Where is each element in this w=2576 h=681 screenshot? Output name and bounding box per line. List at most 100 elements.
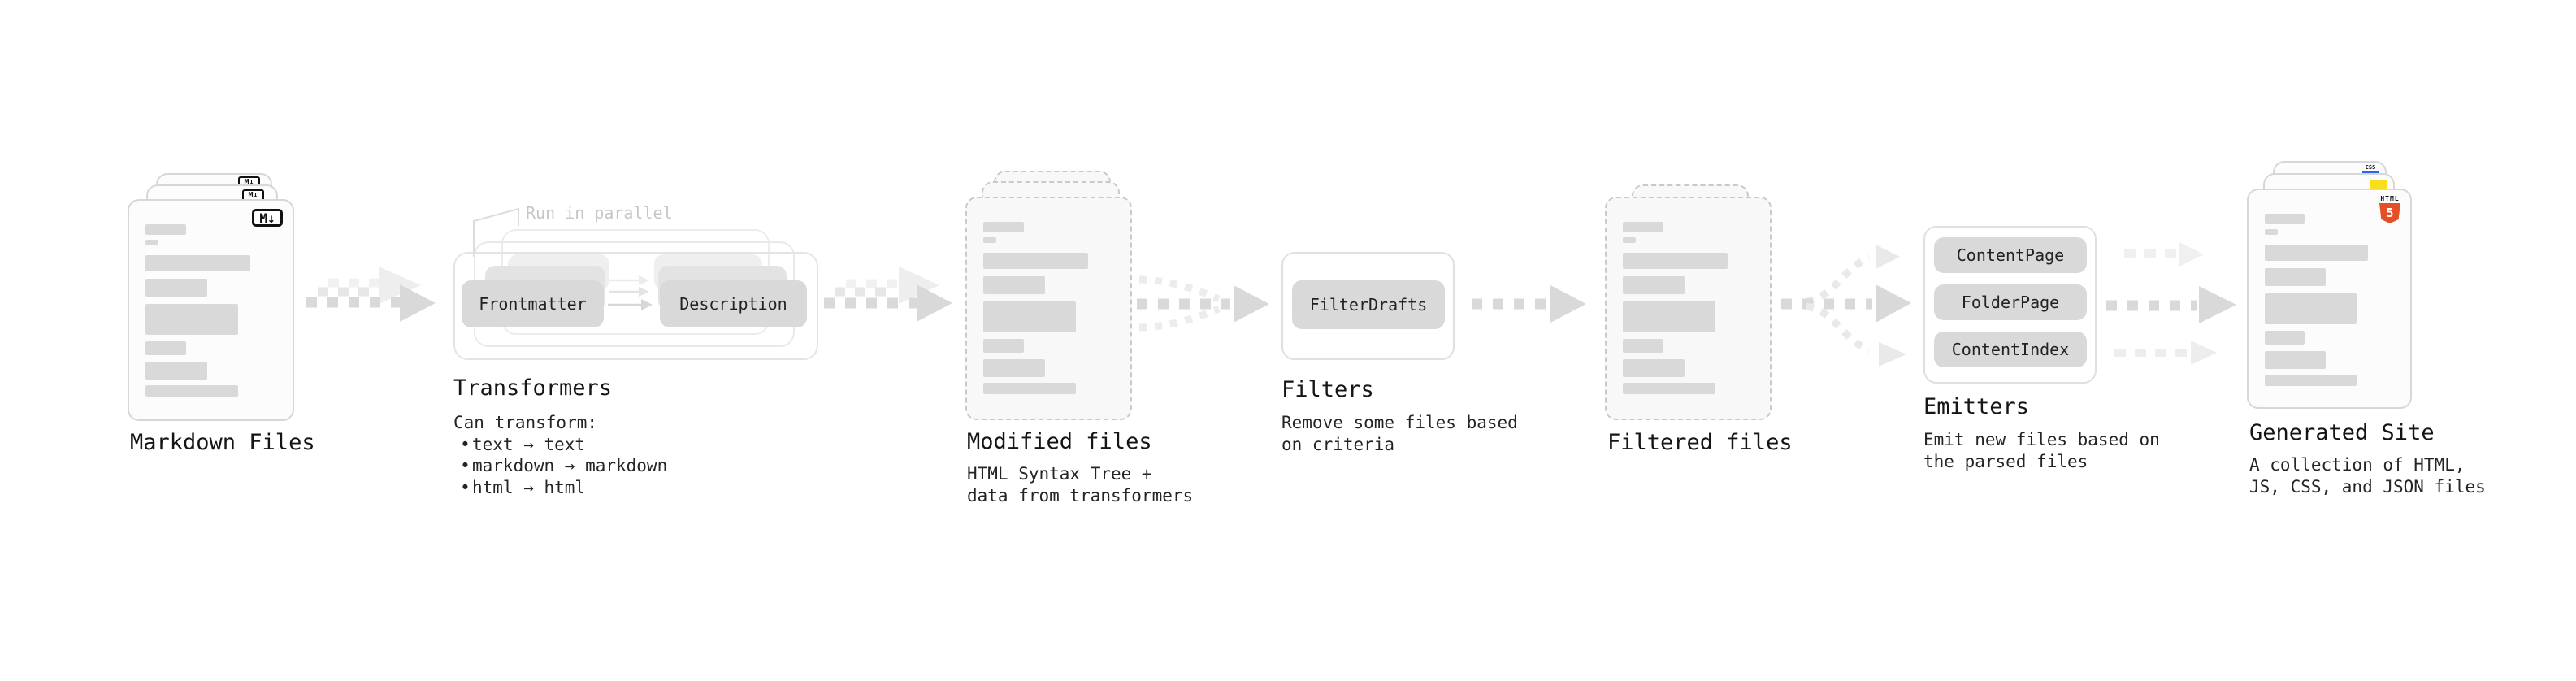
- placeholder-bar: [2265, 375, 2357, 386]
- filters-description: Remove some files based on criteria: [1281, 412, 1518, 455]
- placeholder-bar: [145, 304, 239, 335]
- arrow-head: [1876, 284, 1911, 323]
- fan-curve-top: [1805, 254, 1871, 306]
- desc-line: A collection of HTML,: [2249, 455, 2465, 475]
- transformer-box-front: [453, 252, 818, 360]
- placeholder-bar: [1623, 253, 1728, 269]
- placeholder-bar: [983, 339, 1024, 353]
- emitters-title: Emitters: [1923, 394, 2030, 419]
- run-in-parallel-note: Run in parallel: [526, 203, 673, 223]
- transform-bullet: • markdown → markdown: [453, 455, 667, 477]
- mini-arrow-head: [639, 287, 649, 297]
- placeholder-bar: [2265, 214, 2305, 224]
- arrow-transformers-to-modified: [824, 267, 952, 322]
- placeholder-bar: [983, 237, 997, 243]
- fan-curve-bottom: [1805, 302, 1871, 354]
- placeholder-bar: [145, 279, 207, 297]
- markdown-icon: M↓: [252, 209, 283, 227]
- placeholder-bar: [2265, 351, 2326, 369]
- filters-title: Filters: [1281, 377, 1374, 402]
- placeholder-bar: [2265, 268, 2326, 286]
- html5-icon-shield: 5: [2379, 203, 2400, 223]
- desc-line: on criteria: [1281, 434, 1395, 454]
- arrow-modified-to-filters: [1137, 275, 1269, 332]
- arrow-head: [2199, 286, 2236, 323]
- placeholder-bar: [983, 276, 1045, 294]
- css-icon-label: CSS: [2365, 164, 2376, 171]
- mini-arrow-head: [641, 299, 653, 310]
- file-content-placeholder: [2249, 190, 2410, 386]
- transformers-desc-heading: Can transform:: [453, 413, 598, 432]
- placeholder-bar: [983, 383, 1077, 394]
- bullet-marker: •: [460, 456, 471, 475]
- placeholder-bar: [2265, 331, 2305, 345]
- modified-files-title: Modified files: [967, 429, 1152, 454]
- arrow-head: [1234, 285, 1269, 323]
- placeholder-bar: [1623, 276, 1685, 294]
- transformers-title: Transformers: [453, 375, 613, 401]
- modified-files-description: HTML Syntax Tree + data from transformer…: [967, 463, 1193, 506]
- placeholder-bar: [1623, 383, 1716, 394]
- merge-curve-bottom: [1138, 305, 1221, 332]
- transform-bullet: • text → text: [453, 434, 667, 456]
- bullet-marker: •: [460, 477, 471, 497]
- javascript-icon: [2370, 180, 2387, 190]
- generated-site-description: A collection of HTML, JS, CSS, and JSON …: [2249, 454, 2486, 497]
- placeholder-bar: [1623, 359, 1685, 377]
- filterdrafts-pill: FilterDrafts: [1292, 280, 1445, 329]
- arrow-head: [2191, 340, 2217, 365]
- arrow-head: [1879, 342, 1906, 367]
- placeholder-bar: [1623, 301, 1716, 332]
- placeholder-bar: [983, 222, 1024, 232]
- frontmatter-pill: Frontmatter: [462, 280, 604, 327]
- bullet-text: text → text: [472, 434, 586, 454]
- modified-file-card: [965, 197, 1132, 420]
- contentindex-pill: ContentIndex: [1934, 332, 2087, 367]
- placeholder-bar: [2265, 245, 2369, 261]
- css-icon: CSS: [2362, 165, 2379, 174]
- markdown-file-card: M↓: [128, 199, 294, 421]
- desc-line: Emit new files based on: [1923, 430, 2160, 449]
- desc-line: the parsed files: [1923, 451, 2088, 471]
- file-content-placeholder: [1607, 198, 1770, 394]
- placeholder-bar: [1623, 222, 1663, 232]
- arrow-head: [899, 267, 939, 304]
- arrow-filters-to-filtered: [1472, 285, 1586, 323]
- transform-bullet: • html → html: [453, 477, 667, 499]
- desc-line: data from transformers: [967, 485, 1194, 505]
- placeholder-bar: [2265, 293, 2357, 324]
- placeholder-bar: [145, 224, 186, 235]
- arrow-filtered-to-emitters: [1781, 245, 1911, 367]
- placeholder-bar: [145, 240, 159, 245]
- note-connector-line: [473, 207, 519, 257]
- placeholder-bar: [983, 359, 1045, 377]
- arrow-head: [1876, 245, 1900, 269]
- parallel-run-arrows: [608, 275, 653, 310]
- arrows-emitters-to-generated: [2106, 242, 2236, 365]
- html5-icon-word: HTML: [2380, 195, 2400, 202]
- placeholder-bar: [1623, 237, 1637, 243]
- merge-curve-top: [1138, 275, 1221, 303]
- filtered-files-title: Filtered files: [1607, 430, 1793, 455]
- desc-line: HTML Syntax Tree +: [967, 464, 1152, 484]
- desc-line: Remove some files based: [1281, 413, 1518, 432]
- description-pill: Description: [660, 280, 807, 327]
- markdown-files-title: Markdown Files: [130, 430, 315, 455]
- transformers-description: Can transform: • text → text • markdown …: [453, 412, 667, 498]
- generated-site-title: Generated Site: [2249, 420, 2435, 445]
- desc-line: JS, CSS, and JSON files: [2249, 476, 2486, 497]
- placeholder-bar: [145, 255, 250, 271]
- emitters-description: Emit new files based on the parsed files: [1923, 429, 2160, 472]
- file-content-placeholder: [967, 198, 1130, 394]
- bullet-text: html → html: [472, 477, 586, 497]
- arrow-head: [400, 284, 436, 322]
- bullet-text: markdown → markdown: [472, 456, 668, 475]
- file-content-placeholder: [129, 201, 293, 397]
- arrow-head: [2179, 242, 2204, 267]
- placeholder-bar: [145, 385, 239, 397]
- generated-file-card: HTML 5: [2247, 189, 2412, 409]
- arrow-markdown-to-transformers: [306, 267, 436, 322]
- html5-icon: HTML 5: [2378, 195, 2402, 223]
